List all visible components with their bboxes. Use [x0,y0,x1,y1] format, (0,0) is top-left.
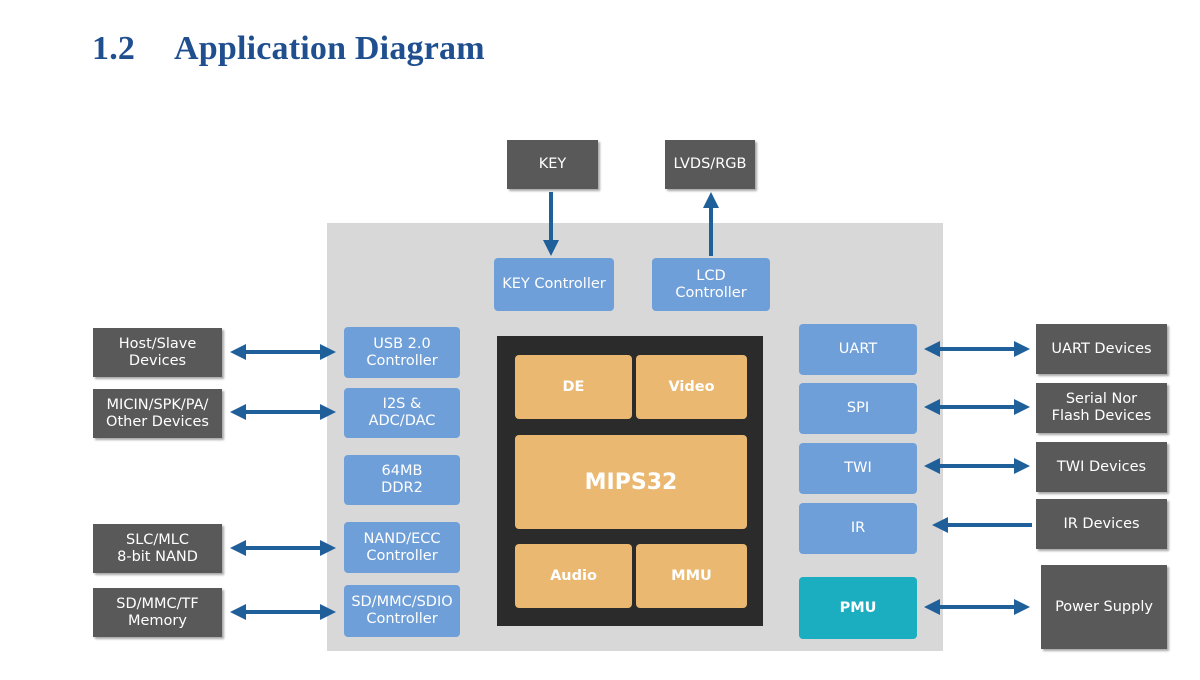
sd-mmc-sdio-controller: SD/MMC/SDIO Controller [344,585,460,637]
mmu-block: MMU [636,544,747,608]
lcd-controller: LCD Controller [652,258,770,311]
usb-controller: USB 2.0 Controller [344,327,460,378]
sd-memory-device: SD/MMC/TF Memory [93,588,222,637]
ir-devices: IR Devices [1036,499,1167,549]
ddr2-memory: 64MB DDR2 [344,455,460,505]
micin-spk-devices: MICIN/SPK/PA/ Other Devices [93,389,222,438]
uart-devices: UART Devices [1036,324,1167,374]
nand-flash-device: SLC/MLC 8-bit NAND [93,524,222,573]
i2s-adc-dac: I2S & ADC/DAC [344,388,460,438]
lvds-rgb-device: LVDS/RGB [665,140,755,189]
section-number: 1.2 [92,30,136,67]
pmu-block: PMU [799,577,917,639]
serial-nor-flash: Serial Nor Flash Devices [1036,383,1167,433]
mips32-cpu: MIPS32 [515,435,747,529]
twi-block: TWI [799,443,917,494]
host-slave-devices: Host/Slave Devices [93,328,222,377]
section-title: Application Diagram [174,30,485,67]
key-controller: KEY Controller [494,258,614,311]
twi-devices: TWI Devices [1036,442,1167,492]
de-block: DE [515,355,632,419]
video-block: Video [636,355,747,419]
spi-block: SPI [799,383,917,434]
cpu-core-block: DE Video MIPS32 Audio MMU [497,336,763,626]
ir-block: IR [799,503,917,554]
uart-block: UART [799,324,917,375]
key-device: KEY [507,140,598,189]
audio-block: Audio [515,544,632,608]
page-title: 1.2 Application Diagram [92,30,485,68]
power-supply: Power Supply [1041,565,1167,649]
nand-ecc-controller: NAND/ECC Controller [344,522,460,573]
